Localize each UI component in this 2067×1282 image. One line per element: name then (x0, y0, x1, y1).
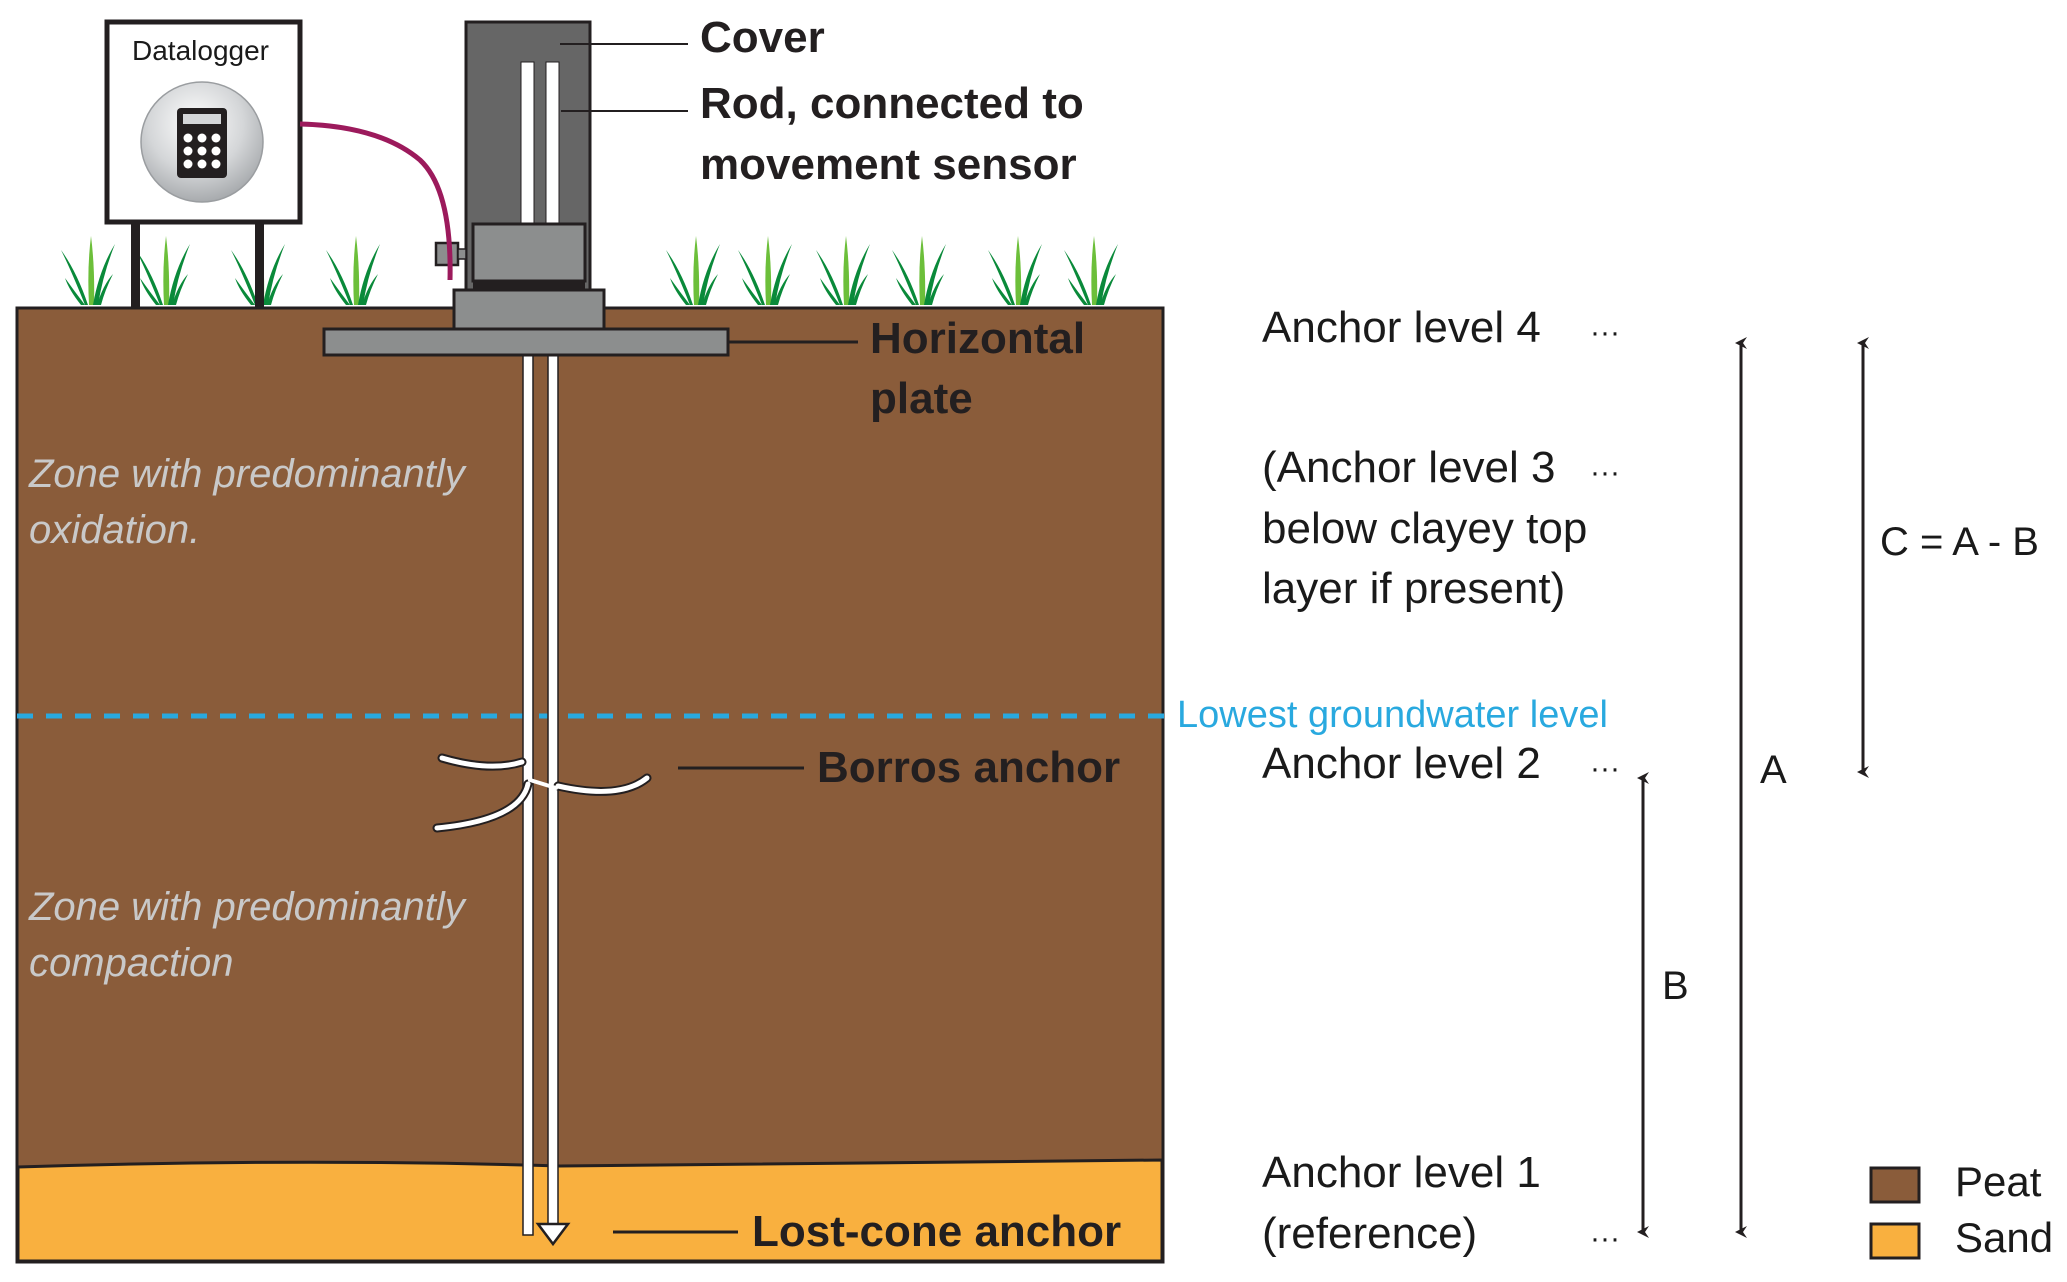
anchor-level-2-dots: ··· (1590, 752, 1620, 785)
grass-tuft-icon (816, 236, 870, 305)
borros-label: Borros anchor (817, 743, 1120, 792)
cover-rod-right (545, 61, 560, 243)
rod-label-line1: Rod, connected to (700, 79, 1084, 128)
compaction-zone-line1: Zone with predominantly (28, 885, 468, 929)
calculator-key (211, 146, 221, 156)
grass-tuft-icon (61, 236, 115, 305)
grass-tuft-icon (1064, 236, 1118, 305)
anchor-level-1-line1: Anchor level 1 (1262, 1148, 1541, 1197)
horizontal-plate (322, 327, 730, 357)
grass-tuft-icon (738, 236, 792, 305)
compaction-zone-line2: compaction (29, 941, 234, 985)
legend-peat-swatch (1869, 1166, 1921, 1204)
datalogger-post-right (255, 220, 264, 308)
borros-anchor-icon (432, 753, 652, 833)
cover-label: Cover (700, 13, 825, 62)
calculator-key (211, 133, 221, 143)
base-block (452, 288, 606, 332)
connector-pin (457, 248, 467, 260)
grass-tuft-icon (666, 236, 720, 305)
anchor-level-4-dots: ··· (1590, 316, 1620, 349)
rod-right (547, 284, 559, 1236)
anchor-level-1-line2: (reference) (1262, 1209, 1477, 1258)
plate-label-line1: Horizontal (870, 314, 1085, 363)
legend-sand-label: Sand (1955, 1214, 2053, 1261)
calculator-key (211, 159, 221, 169)
calculator-key (183, 146, 193, 156)
lost-cone-tip-icon (535, 1222, 571, 1247)
grass (61, 236, 1118, 305)
oxidation-zone-line1: Zone with predominantly (28, 452, 468, 496)
anchor-level-2: Anchor level 2 (1262, 739, 1541, 788)
calculator-key (197, 133, 207, 143)
sensor-base (473, 281, 585, 289)
anchor-level-1-dots: ··· (1590, 1222, 1620, 1255)
anchor-level-3-line1: (Anchor level 3 (1262, 443, 1555, 492)
calculator-key (197, 146, 207, 156)
calculator-key (197, 159, 207, 169)
calculator-key (183, 159, 193, 169)
plate-label-line2: plate (870, 374, 973, 423)
measure-A-label: A (1760, 748, 1787, 792)
anchor-level-3-dots: ··· (1590, 456, 1620, 489)
datalogger-post-left (131, 220, 140, 308)
oxidation-zone-line2: oxidation. (29, 508, 200, 552)
sand-layer (16, 1158, 1164, 1263)
legend-peat-label: Peat (1955, 1158, 2042, 1205)
anchor-level-4: Anchor level 4 (1262, 303, 1541, 352)
calculator-key (183, 133, 193, 143)
legend-sand-swatch (1869, 1222, 1921, 1260)
measure-B-label: B (1662, 964, 1689, 1008)
calculator-icon (177, 108, 227, 178)
grass-tuft-icon (326, 236, 380, 305)
datalogger-label: Datalogger (132, 35, 269, 66)
grass-tuft-icon (136, 236, 190, 305)
grass-tuft-icon (892, 236, 946, 305)
anchor-level-3-line2: below clayey top (1262, 504, 1587, 553)
lost-cone-label: Lost-cone anchor (752, 1207, 1121, 1256)
grass-tuft-icon (988, 236, 1042, 305)
anchor-level-3-line3: layer if present) (1262, 564, 1565, 613)
movement-sensor (471, 222, 587, 283)
groundwater-label: Lowest groundwater level (1177, 694, 1608, 736)
cover-rod-left (520, 61, 535, 243)
measure-C-label: C = A - B (1880, 520, 2039, 564)
datalogger-cable (299, 121, 453, 281)
rod-label-line2: movement sensor (700, 140, 1077, 189)
